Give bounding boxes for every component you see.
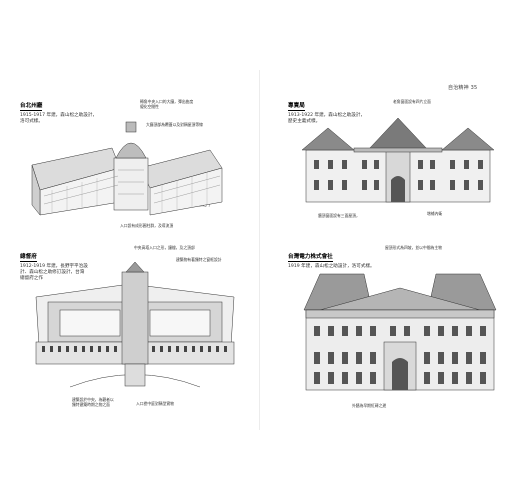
note-1b: 大廳頂部為覆蓋以及對稱屋頂等線 (146, 122, 203, 127)
building-title: 台北州廳 (20, 103, 43, 111)
building-title: 總督府 (20, 254, 37, 262)
building-desc: 1915-1917 年建，森山松之助設計， 洛可式樣。 (20, 112, 98, 124)
note-2a: 老角窗面設有四片立面 (393, 99, 431, 104)
note-1d: 入口設有成形圓柱群，及導流頂 (120, 223, 174, 228)
building-title: 專賣局 (288, 103, 305, 111)
illustration-monopoly-bureau (301, 117, 495, 203)
illustration-taipei-prefectural-hall (31, 121, 223, 216)
building-block-2: 專賣局 1913-1922 年建，森山松之助設計， 歷史主義式樣。 (288, 92, 378, 125)
building-desc: 1913-1922 年建，森山松之助設計， 歷史主義式樣。 (288, 112, 366, 124)
note-2c: 增補內衛 (427, 211, 443, 216)
note-3a: 中央高塔入口之形，鐘樓，及之頂部 (134, 245, 195, 250)
building-block-1: 台北州廳 1915-1917 年建，森山松之助設計， 洛可式樣。 (20, 92, 110, 125)
note-4a: 屋頂形式為四坡，並以中間為主物 (385, 245, 442, 250)
illustration-governor-general-office (35, 261, 235, 388)
building-desc: 1919 年建，森山松之助設計，洛可式樣。 (288, 263, 375, 269)
building-title: 台灣電力株式會社 (288, 254, 333, 262)
note-2b: 牆頂窗面設有三面屋頂， (318, 213, 360, 218)
note-3b: 建築物有著獨特之窗框設計 (176, 257, 222, 262)
note-4b: 外牆為早期紅磚之邊 (352, 403, 387, 408)
note-3c: 建築設於中央，為觀者以 獨特建築時期之物之面 (72, 397, 114, 407)
note-1a: 轉角中央入口的大廳，彈出曲度 優化空間性 (140, 99, 194, 109)
building-desc: 1912-1919 年建，長野宇平治設 計、森山松之助修訂設計，台灣 總督府之作 (20, 263, 88, 281)
page-header-right: 自治精神 35 (448, 85, 478, 91)
building-block-4: 台灣電力株式會社 1919 年建，森山松之助設計，洛可式樣。 (288, 243, 398, 270)
building-block-3: 總督府 1912-1919 年建，長野宇平治設 計、森山松之助修訂設計，台灣 總… (20, 243, 120, 282)
note-3d: 入口檐中庭對稱型實物 (136, 401, 174, 406)
page-gutter (259, 70, 260, 430)
illustration-taiwan-power-company (303, 273, 497, 391)
